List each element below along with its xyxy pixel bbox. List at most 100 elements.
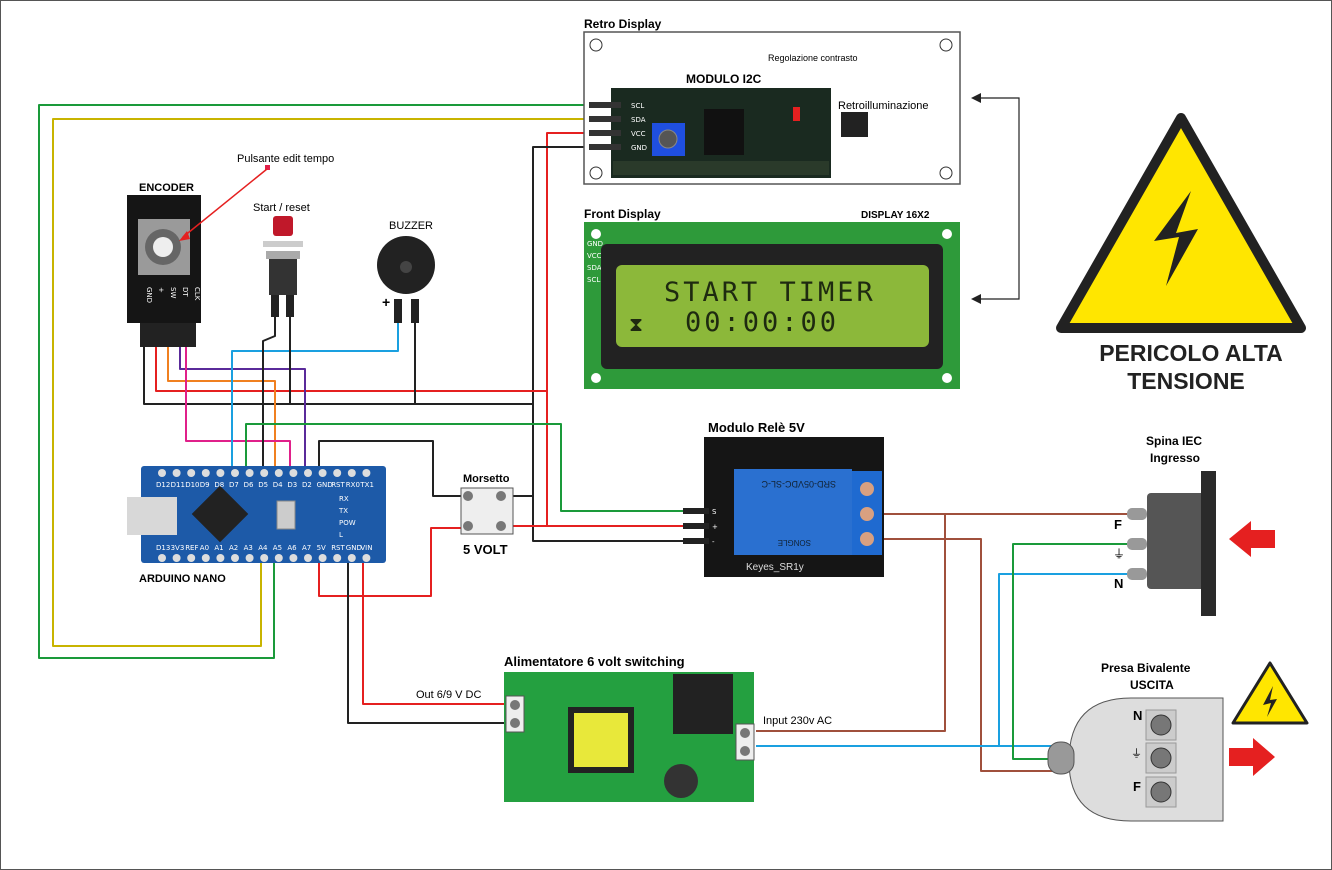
- nano-top-pin: [304, 469, 312, 477]
- buzzer: BUZZER +: [377, 220, 435, 323]
- relay-brand: Keyes_SR1y: [746, 562, 804, 573]
- nano-bottom-pin-label: REF: [185, 544, 198, 552]
- iec-inlet: Spina IEC Ingresso F ⏚ N: [1113, 434, 1275, 616]
- iec-label-1: Spina IEC: [1146, 434, 1202, 448]
- five-volt-label: 5 VOLT: [463, 542, 508, 557]
- nano-top-pin-label: D9: [200, 481, 210, 489]
- nano-bottom-pin: [304, 554, 312, 562]
- wire-neutral-iec: [998, 573, 1131, 746]
- retro-display-label: Retro Display: [584, 17, 662, 31]
- input-arrow-icon: [1229, 521, 1275, 557]
- nano-bottom-pin-label: 3V3: [171, 544, 185, 552]
- wire-encoder-dt: [179, 346, 306, 471]
- iec-neutral-label: N: [1114, 576, 1123, 591]
- wire-psu-gnd: [347, 561, 509, 724]
- nano-bottom-pin: [201, 554, 210, 562]
- outlet-earth-label: ⏚: [1131, 747, 1142, 760]
- nano-bottom-pin-label: A0: [200, 544, 209, 552]
- encoder-pin-dt: DT: [181, 287, 189, 297]
- morsetto-label: Morsetto: [463, 473, 510, 485]
- nano-bottom-pin-label: VIN: [360, 544, 372, 552]
- nano-bottom-pin-label: A2: [229, 544, 238, 552]
- nano-bottom-pin: [216, 554, 225, 562]
- lcd-line-1: START TIMER: [664, 277, 876, 308]
- iec-label-2: Ingresso: [1150, 451, 1200, 465]
- nano-top-pin-label: RST: [331, 481, 345, 489]
- nano-bottom-pin: [289, 554, 298, 562]
- nano-bottom-pin-label: A4: [258, 544, 268, 552]
- wire-sda: [52, 118, 593, 647]
- relay-label: Modulo Relè 5V: [708, 420, 805, 435]
- high-voltage-warning: PERICOLO ALTA TENSIONE: [1056, 113, 1306, 394]
- relay-pin-s: S: [712, 508, 717, 516]
- nano-bottom-pin: [333, 554, 342, 562]
- reset-button[interactable]: [276, 500, 296, 530]
- arduino-label: ARDUINO NANO: [139, 573, 226, 585]
- outlet-neutral-label: N: [1133, 708, 1142, 723]
- nano-top-pin: [245, 469, 254, 477]
- wire-gnd-bus: [143, 346, 533, 405]
- nano-top-pin-label: D12: [156, 481, 170, 489]
- nano-top-pin-label: D2: [302, 481, 312, 489]
- nano-bottom-pin: [347, 554, 356, 562]
- nano-bottom-pin: [158, 554, 166, 562]
- display-model-label: DISPLAY 16X2: [861, 210, 930, 221]
- relay-pin-plus: +: [712, 523, 718, 531]
- nano-bottom-pin-label: A7: [302, 544, 311, 552]
- iec-phase-label: F: [1114, 517, 1122, 532]
- nano-top-pin-label: D4: [273, 481, 283, 489]
- wire-lcd-vcc: [546, 132, 683, 527]
- outlet-terminals: [1145, 709, 1177, 808]
- nano-top-pin-label: RX0: [346, 481, 360, 489]
- nano-bottom-pin: [362, 554, 371, 562]
- nano-bottom-pin: [274, 554, 283, 562]
- wire-buzzer-plus: [231, 321, 399, 471]
- warning-line-2: TENSIONE: [1127, 368, 1245, 394]
- relay-pin-minus: -: [712, 538, 715, 546]
- usb-port[interactable]: [127, 497, 177, 535]
- led-pow: POW: [339, 519, 356, 527]
- nano-top-pin: [231, 469, 239, 477]
- nano-bottom-pin: [318, 554, 327, 562]
- encoder-button-label: Pulsante edit tempo: [237, 153, 334, 165]
- led-rx: RX: [339, 495, 349, 503]
- start-reset-button[interactable]: Start / reset: [253, 202, 310, 317]
- contrast-label: Regolazione contrasto: [768, 53, 858, 63]
- psu-out-label: Out 6/9 V DC: [416, 689, 481, 701]
- nano-top-pin-label: D5: [258, 481, 268, 489]
- nano-top-pin: [274, 469, 283, 477]
- wire-phase-in: [756, 513, 1131, 732]
- led-l: L: [339, 531, 343, 539]
- power-supply: Alimentatore 6 volt switching Out 6/9 V …: [416, 654, 832, 802]
- nano-top-pin: [362, 469, 371, 477]
- lcd-pin-gnd: GND: [587, 240, 603, 248]
- encoder-label: ENCODER: [139, 182, 194, 194]
- nano-top-pin-label: D8: [214, 481, 224, 489]
- nano-bottom-pin: [187, 554, 196, 562]
- lcd-link-arrow: [976, 97, 1020, 300]
- nano-bottom-pin: [245, 554, 254, 562]
- led-tx: TX: [338, 507, 348, 515]
- i2c-module-label: MODULO I2C: [686, 72, 762, 86]
- nano-top-pin: [172, 469, 181, 477]
- nano-top-pin-label: D3: [287, 481, 297, 489]
- relay-brand2: SONGLE: [778, 538, 811, 547]
- wire-button-a: [262, 316, 276, 471]
- lcd-pin-sda: SDA: [587, 264, 602, 272]
- nano-top-pin: [318, 469, 327, 477]
- nano-top-pin: [260, 469, 269, 477]
- buzzer-label: BUZZER: [389, 220, 433, 232]
- nano-bottom-pin-label: A3: [244, 544, 253, 552]
- nano-top-pin-label: D10: [185, 481, 199, 489]
- nano-top-pin-label: D6: [244, 481, 254, 489]
- nano-top-pin: [187, 469, 196, 477]
- psu-in-label: Input 230v AC: [763, 715, 832, 727]
- nano-top-pin: [201, 469, 210, 477]
- nano-top-pin-label: GND: [317, 481, 333, 489]
- outlet: Presa Bivalente USCITA N ⏚ F: [1047, 661, 1309, 822]
